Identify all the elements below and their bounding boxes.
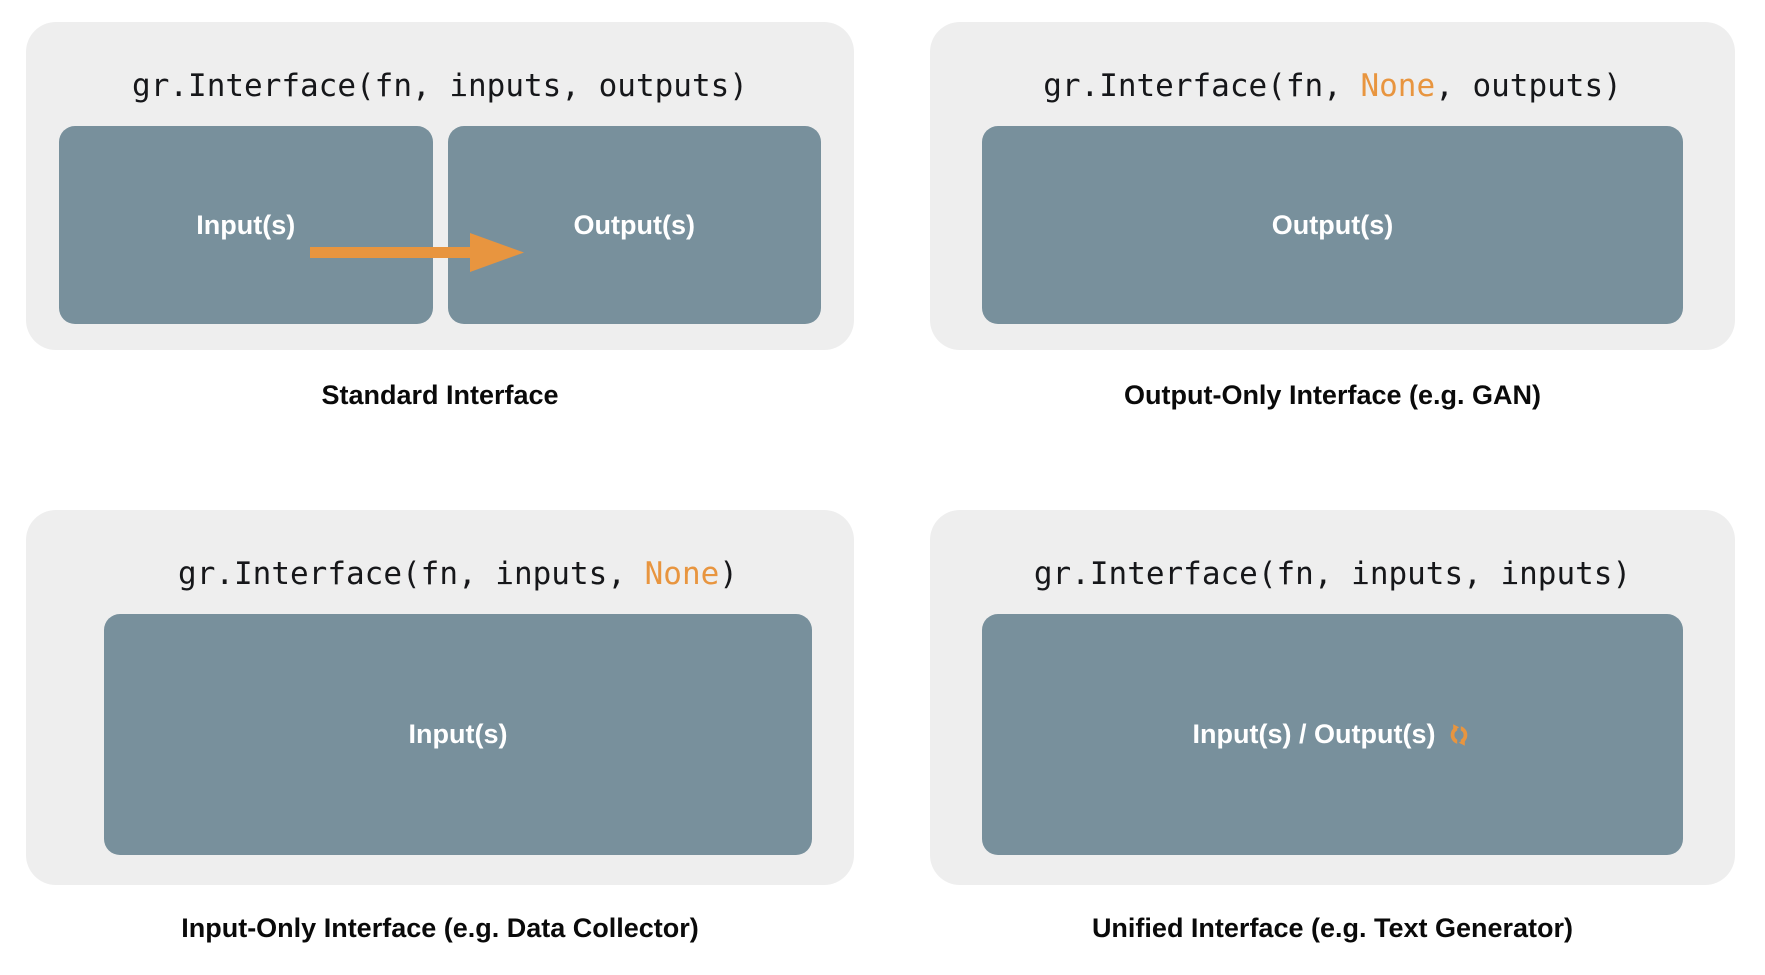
caption-unified-interface: Unified Interface (e.g. Text Generator) xyxy=(1091,913,1574,943)
box-inputs: Input(s) xyxy=(59,126,433,324)
code-suffix: , outputs) xyxy=(1435,68,1622,104)
box-inputs-outputs: Input(s) / Output(s) xyxy=(982,614,1683,855)
code-prefix: gr.Interface(fn, inputs, xyxy=(178,556,645,592)
code-prefix: gr.Interface(fn, inputs, outputs) xyxy=(132,68,748,104)
box-label-outputs: Output(s) xyxy=(1271,209,1394,240)
card-unified-interface: gr.Interface(fn, inputs, inputs) Input(s… xyxy=(930,510,1735,885)
box-inputs: Input(s) xyxy=(104,614,812,855)
code-keyword-none: None xyxy=(1360,68,1436,104)
box-label-inputs: Input(s) xyxy=(196,209,296,240)
panel-unified-interface: gr.Interface(fn, inputs, inputs) Input(s… xyxy=(930,510,1735,944)
caption-standard-interface: Standard Interface xyxy=(321,380,559,410)
card-input-only-interface: gr.Interface(fn, inputs, None) Input(s) xyxy=(26,510,854,885)
box-outputs: Output(s) xyxy=(982,126,1683,324)
cycle-icon xyxy=(1446,722,1472,748)
card-output-only-interface: gr.Interface(fn, None, outputs) Output(s… xyxy=(930,22,1735,350)
code-line-input-only: gr.Interface(fn, inputs, None) xyxy=(178,556,738,592)
panel-output-only-interface: gr.Interface(fn, None, outputs) Output(s… xyxy=(930,22,1735,411)
code-keyword-none: None xyxy=(644,556,720,592)
box-label-outputs: Output(s) xyxy=(573,209,695,240)
panel-standard-interface: gr.Interface(fn, inputs, outputs) Input(… xyxy=(26,22,854,411)
box-row-unified: Input(s) / Output(s) xyxy=(982,614,1683,855)
box-label-text: Input(s) / Output(s) xyxy=(1192,719,1436,749)
box-label-inputs: Input(s) xyxy=(408,719,508,749)
code-prefix: gr.Interface(fn, xyxy=(1043,68,1361,104)
box-row-input-only: Input(s) xyxy=(104,614,812,855)
code-line-unified: gr.Interface(fn, inputs, inputs) xyxy=(1034,556,1631,592)
code-line-output-only: gr.Interface(fn, None, outputs) xyxy=(1043,68,1622,104)
box-outputs: Output(s) xyxy=(447,126,821,324)
box-row-output-only: Output(s) xyxy=(982,126,1683,324)
caption-input-only-interface: Input-Only Interface (e.g. Data Collecto… xyxy=(181,913,699,943)
code-suffix: ) xyxy=(719,556,738,592)
box-row-standard: Input(s) Output(s) xyxy=(59,126,821,324)
box-label-inputs-outputs: Input(s) / Output(s) xyxy=(1193,719,1473,750)
caption-output-only-interface: Output-Only Interface (e.g. GAN) xyxy=(1123,380,1541,410)
panel-input-only-interface: gr.Interface(fn, inputs, None) Input(s) … xyxy=(26,510,854,944)
code-line-standard: gr.Interface(fn, inputs, outputs) xyxy=(132,68,748,104)
card-standard-interface: gr.Interface(fn, inputs, outputs) Input(… xyxy=(26,22,854,350)
code-prefix: gr.Interface(fn, inputs, inputs) xyxy=(1033,556,1632,592)
